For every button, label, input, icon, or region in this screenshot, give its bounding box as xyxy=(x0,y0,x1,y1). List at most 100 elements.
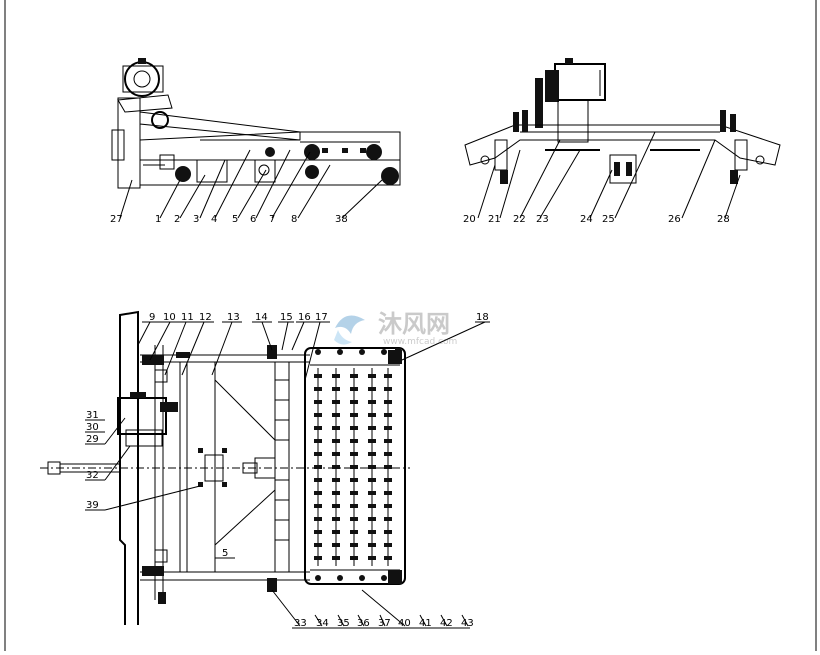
screen-bolt xyxy=(381,349,387,355)
screen-tooth xyxy=(350,491,358,495)
screen-tooth xyxy=(368,426,376,430)
side-view-right xyxy=(464,58,781,219)
part-label: 40 xyxy=(398,618,411,629)
part-label: 43 xyxy=(461,618,474,629)
screen-bolt xyxy=(381,575,387,581)
screen-tooth xyxy=(350,530,358,534)
screen-tooth xyxy=(368,517,376,521)
part-label: 35 xyxy=(337,618,350,629)
screen-tooth xyxy=(332,543,340,547)
screen-tooth xyxy=(368,452,376,456)
screen-bolt xyxy=(359,575,365,581)
part-label: 38 xyxy=(335,214,348,225)
screen-tooth xyxy=(384,465,392,469)
screen-tooth xyxy=(332,439,340,443)
screen-tooth xyxy=(314,491,322,495)
part-label: 37 xyxy=(378,618,391,629)
part-label: 13 xyxy=(227,312,240,323)
part-label: 32 xyxy=(86,470,99,481)
screen-tooth xyxy=(384,374,392,378)
top-view xyxy=(40,310,410,625)
screen-tooth xyxy=(350,478,358,482)
screen-bolt xyxy=(315,349,321,355)
screen-tooth xyxy=(368,491,376,495)
screen-tooth xyxy=(384,504,392,508)
screen-tooth xyxy=(350,400,358,404)
screen-tooth xyxy=(368,465,376,469)
screen-tooth xyxy=(384,387,392,391)
screen-tooth xyxy=(332,504,340,508)
screen-tooth xyxy=(350,413,358,417)
screen-tooth xyxy=(368,400,376,404)
screen-tooth xyxy=(314,374,322,378)
part-label: 27 xyxy=(110,214,123,225)
screen-tooth xyxy=(314,543,322,547)
screen-tooth xyxy=(368,439,376,443)
screen-tooth xyxy=(368,413,376,417)
screen-tooth xyxy=(350,543,358,547)
screen-tooth xyxy=(368,387,376,391)
part-label: 7 xyxy=(269,214,275,225)
part-label: 16 xyxy=(298,312,311,323)
part-label: 36 xyxy=(357,618,370,629)
screen-tooth xyxy=(350,439,358,443)
watermark-logo-icon xyxy=(334,315,365,345)
screen-tooth xyxy=(314,439,322,443)
screen-tooth xyxy=(384,491,392,495)
part-label: 25 xyxy=(602,214,615,225)
screen-bolt xyxy=(337,349,343,355)
screen-tooth xyxy=(350,426,358,430)
part-label: 17 xyxy=(315,312,328,323)
screen-tooth xyxy=(314,517,322,521)
screen-tooth xyxy=(332,556,340,560)
screen-tooth xyxy=(350,387,358,391)
screen-tooth xyxy=(314,530,322,534)
screen-tooth xyxy=(332,478,340,482)
screen-tooth xyxy=(314,556,322,560)
screen-tooth xyxy=(384,478,392,482)
screen-tooth xyxy=(314,504,322,508)
part-label: 30 xyxy=(86,422,99,433)
part-label: 31 xyxy=(86,410,99,421)
screen-tooth xyxy=(314,413,322,417)
screen-tooth xyxy=(368,374,376,378)
part-label: 5 xyxy=(232,214,238,225)
top-view-leaders xyxy=(85,321,490,629)
screen-tooth xyxy=(384,400,392,404)
part-label: 41 xyxy=(419,618,432,629)
screen-tooth xyxy=(368,543,376,547)
part-label: 34 xyxy=(316,618,329,629)
part-label: 33 xyxy=(294,618,307,629)
watermark: 沐风网 www.mfcad.com xyxy=(334,310,457,347)
part-label: 42 xyxy=(440,618,453,629)
screen-tooth xyxy=(384,517,392,521)
side-view-right-labels: 20 21 22 23 24 25 26 28 xyxy=(463,214,730,225)
screen-tooth xyxy=(332,387,340,391)
screen-tooth xyxy=(350,374,358,378)
part-label: 3 xyxy=(193,214,199,225)
part-label: 10 xyxy=(163,312,176,323)
part-label: 9 xyxy=(149,312,155,323)
part-label: 2 xyxy=(174,214,180,225)
screen-tooth xyxy=(314,400,322,404)
screen-teeth xyxy=(314,349,392,581)
screen-tooth xyxy=(350,465,358,469)
screen-tooth xyxy=(332,491,340,495)
watermark-url: www.mfcad.com xyxy=(383,337,457,347)
screen-tooth xyxy=(332,413,340,417)
screen-tooth xyxy=(368,530,376,534)
part-label: 6 xyxy=(250,214,256,225)
part-label: 4 xyxy=(211,214,217,225)
part-label: 23 xyxy=(536,214,549,225)
screen-tooth xyxy=(314,426,322,430)
part-label: 15 xyxy=(280,312,293,323)
side-view-left xyxy=(111,58,401,219)
screen-tooth xyxy=(314,465,322,469)
screen-tooth xyxy=(368,504,376,508)
screen-tooth xyxy=(384,439,392,443)
part-label: 14 xyxy=(255,312,268,323)
part-label: 39 xyxy=(86,500,99,511)
part-label: 21 xyxy=(488,214,501,225)
screen-tooth xyxy=(350,452,358,456)
